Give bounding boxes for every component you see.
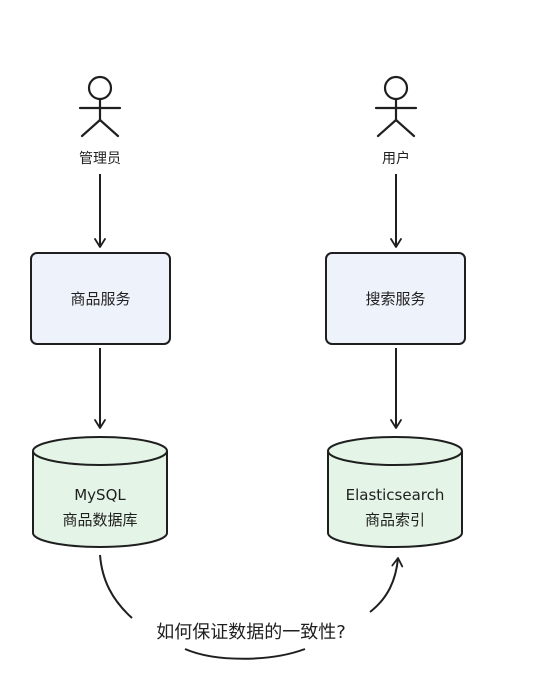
- admin-actor: 管理员: [78, 75, 122, 167]
- user-label: 用户: [382, 150, 410, 167]
- mysql-label-line1: MySQL: [74, 486, 126, 504]
- user-actor: 用户: [374, 75, 418, 167]
- product-service-box: 商品服务: [30, 252, 171, 345]
- sync-curve-left-segment: [99, 554, 133, 619]
- elasticsearch-label-line1: Elasticsearch: [346, 486, 445, 504]
- consistency-question: 如何保证数据的一致性?: [156, 622, 346, 643]
- elasticsearch-label-line2: 商品索引: [365, 511, 425, 529]
- search-service-label: 搜索服务: [365, 290, 425, 308]
- search-service-box: 搜索服务: [325, 252, 466, 345]
- sync-curve-bottom-segment: [184, 648, 306, 660]
- admin-label: 管理员: [79, 151, 121, 167]
- elasticsearch-index-cylinder: Elasticsearch 商品索引: [327, 436, 463, 548]
- mysql-database-cylinder: MySQL 商品数据库: [32, 436, 168, 548]
- sync-curve-right-arrow: [369, 557, 404, 613]
- product-service-label: 商品服务: [70, 290, 130, 308]
- user-stick-figure-icon: [374, 75, 418, 138]
- mysql-label-line2: 商品数据库: [62, 511, 137, 529]
- admin-stick-figure-icon: [78, 75, 122, 138]
